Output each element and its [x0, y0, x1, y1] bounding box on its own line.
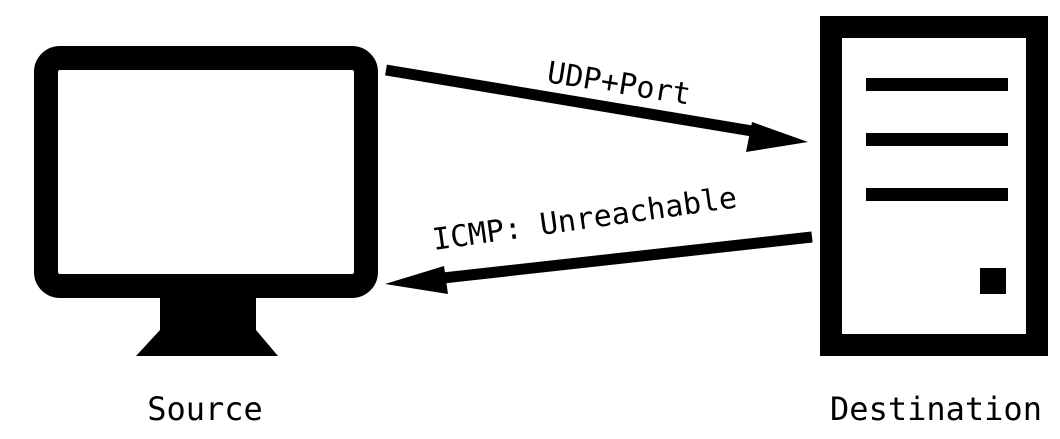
monitor-screen [34, 46, 378, 298]
monitor-base [136, 330, 278, 356]
request-arrow-shaft [385, 64, 771, 140]
response-arrow-shaft [424, 231, 813, 286]
server-icon [820, 16, 1048, 356]
request-arrowhead [746, 122, 808, 152]
server-line-1 [866, 78, 1008, 91]
monitor-neck [160, 296, 256, 336]
request-arrow: UDP+Port [385, 55, 808, 152]
server-case [820, 16, 1048, 356]
monitor-icon [34, 46, 378, 356]
server-line-3 [866, 188, 1008, 201]
response-arrow: ICMP: Unreachable [385, 181, 813, 294]
response-arrowhead [385, 266, 448, 294]
server-line-2 [866, 133, 1008, 146]
server-indicator [980, 268, 1006, 294]
destination-label: Destination [830, 390, 1042, 428]
source-label: Source [147, 390, 263, 428]
